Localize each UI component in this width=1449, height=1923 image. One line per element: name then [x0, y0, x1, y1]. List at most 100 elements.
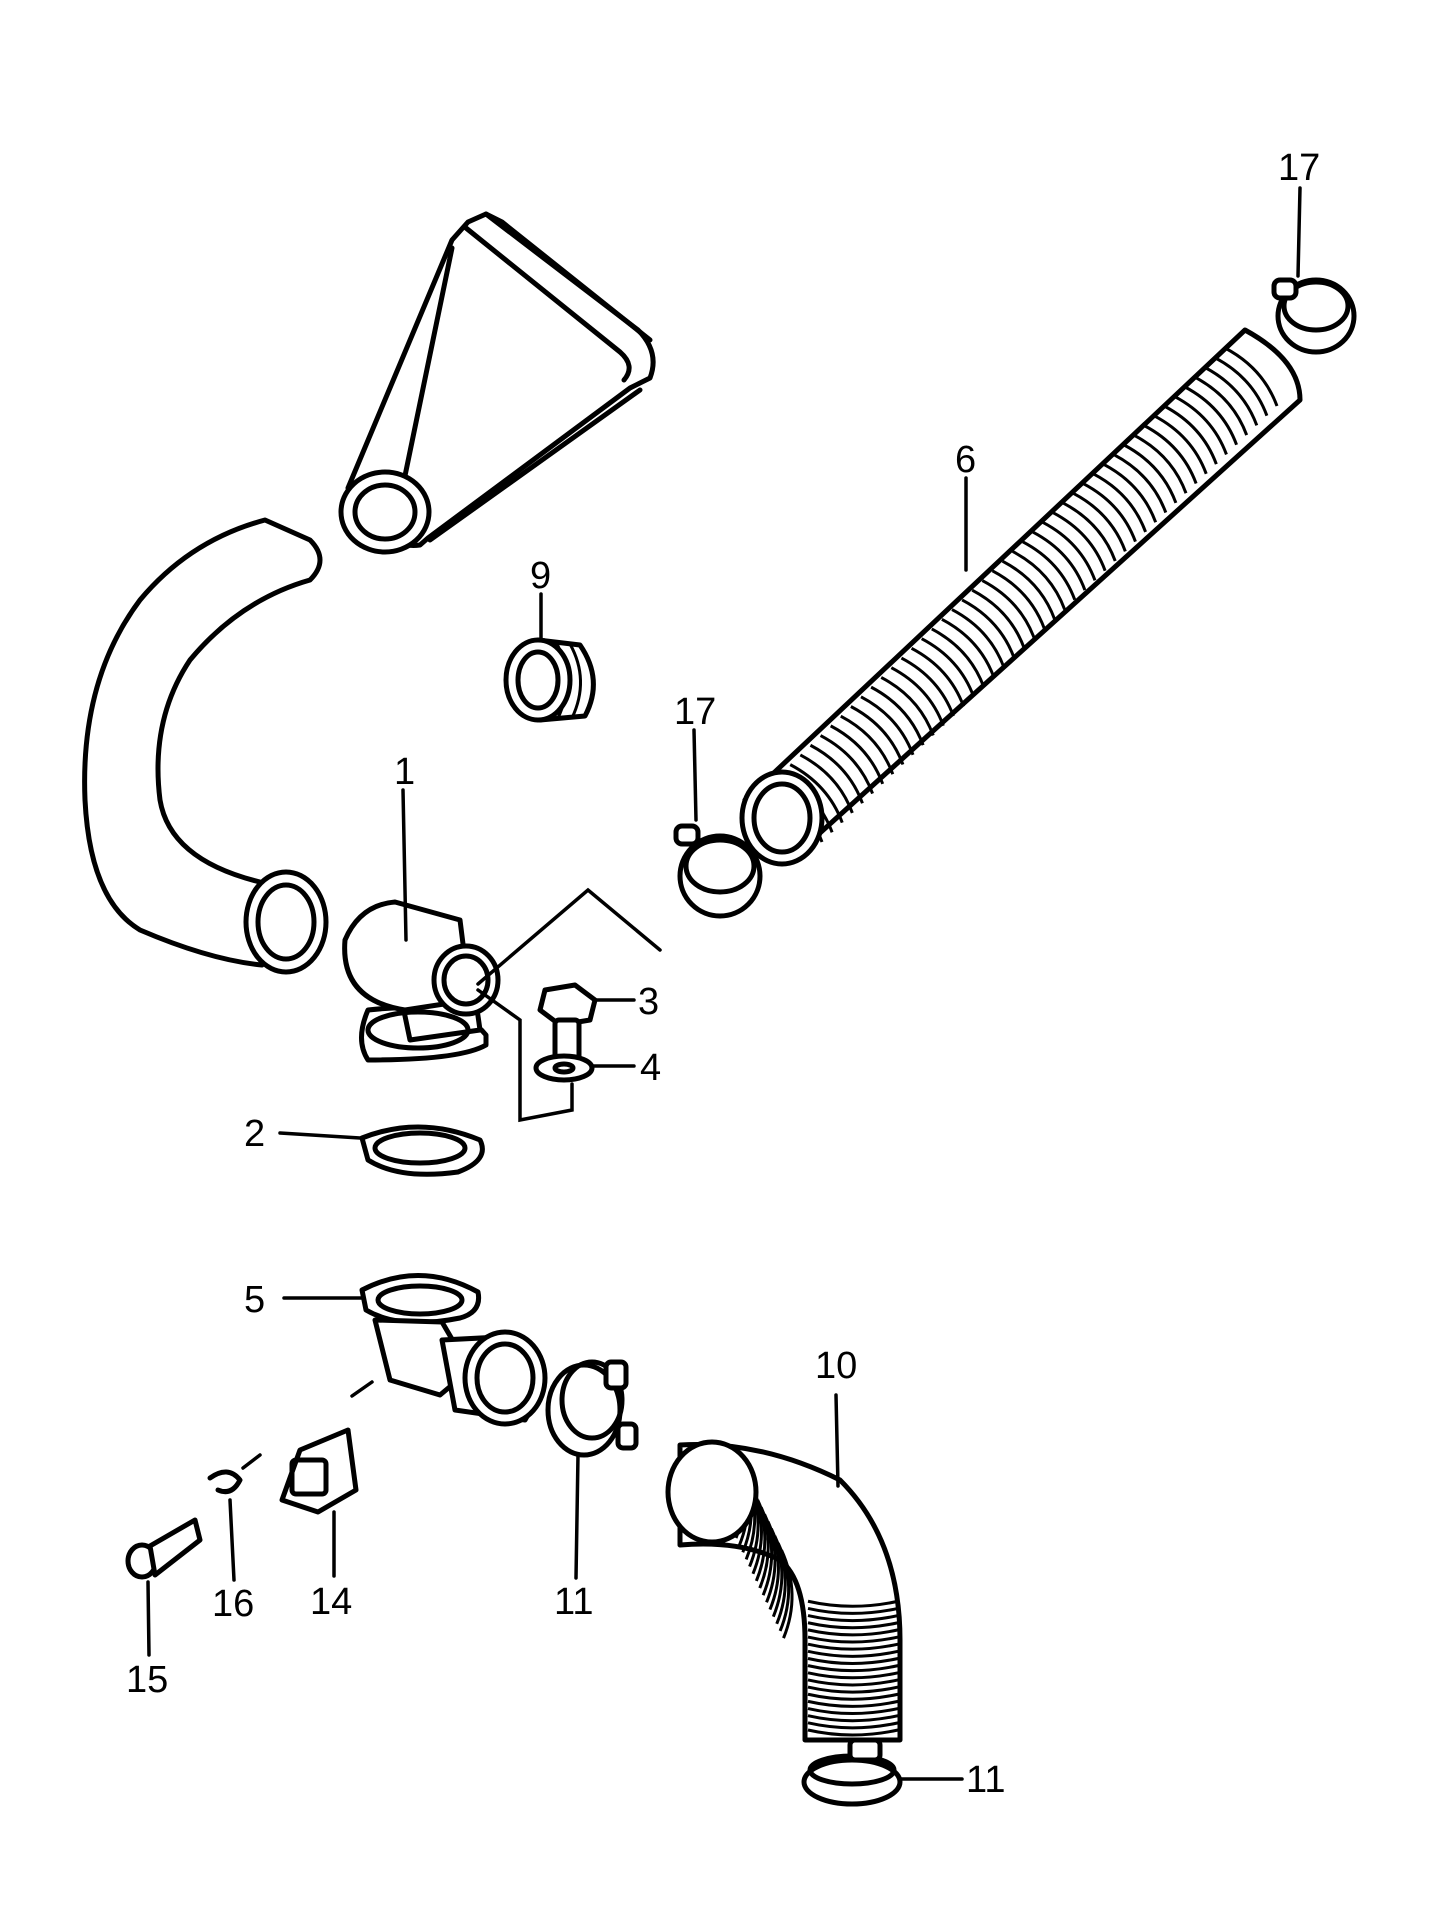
hose-rib: [850, 705, 905, 766]
hose-rib: [1082, 482, 1137, 543]
hose-rib: [1133, 433, 1188, 494]
washer-part-4: [533, 1053, 595, 1083]
hose-clamp-part-17-lower: [673, 823, 763, 919]
bent-hose-rib: [807, 1714, 899, 1723]
callout-15: 15: [126, 1659, 168, 1701]
elbow-housing-part-5: [359, 1273, 548, 1427]
bent-hose-rib: [807, 1657, 899, 1665]
bent-corrugated-hose-part-10: [665, 1439, 903, 1743]
clip-part-16: [207, 1469, 243, 1495]
bent-hose-rib: [807, 1692, 899, 1701]
bent-hose-rib: [807, 1699, 899, 1708]
hose-rib: [1062, 501, 1117, 562]
bent-hose-rib: [807, 1664, 899, 1673]
sleeve-part-9: [503, 637, 596, 723]
sensor-part-14: [279, 1427, 359, 1515]
bent-hose-rib: [807, 1685, 899, 1694]
bent-hose-rib: [807, 1599, 899, 1608]
hose-rib: [1011, 550, 1067, 610]
callout-2: 2: [244, 1113, 265, 1155]
hose-rib: [789, 763, 844, 824]
hose-rib: [971, 588, 1026, 649]
hose-rib: [900, 656, 955, 717]
hose-rib: [1102, 462, 1158, 523]
bolt-part-3: [537, 982, 598, 1073]
hose-rib: [880, 676, 935, 736]
bent-hose-rib: [807, 1649, 899, 1658]
bent-hose-rib: [780, 1549, 794, 1639]
callout-labels: 17 6 9 17 1 3 4 2 5 10 11 14 16 15 11: [126, 147, 1320, 1801]
hose-rib: [961, 598, 1016, 659]
callout-17-upper: 17: [1278, 147, 1320, 189]
hose-rib: [1214, 356, 1269, 417]
bent-hose-rib: [807, 1721, 899, 1730]
bent-hose-rib: [807, 1606, 899, 1615]
hose-rib: [910, 647, 965, 707]
hose-rib: [951, 608, 1006, 669]
hose-rib: [1163, 404, 1218, 465]
bent-hose-rib: [807, 1628, 899, 1637]
bent-hose-ribs: [732, 1449, 899, 1737]
hose-clamp-part-11-upper: [545, 1359, 639, 1458]
callout-4: 4: [640, 1047, 661, 1089]
air-duct-funnel: [338, 211, 656, 555]
gasket-part-2: [359, 1124, 485, 1177]
bent-hose-rib: [807, 1707, 899, 1716]
hose-rib: [1092, 472, 1147, 533]
callout-11-lower: 11: [966, 1759, 1005, 1801]
callout-14: 14: [310, 1581, 352, 1623]
hose-rib: [1052, 511, 1107, 572]
hose-rib: [799, 753, 854, 814]
hose-rib: [981, 579, 1036, 640]
hose-rib: [1022, 540, 1077, 601]
hose-rib: [920, 637, 976, 698]
hose-rib: [1001, 559, 1056, 620]
hose-rib: [1224, 346, 1279, 407]
bent-hose-rib: [807, 1671, 899, 1680]
hose-rib: [991, 569, 1046, 630]
callout-9: 9: [530, 555, 551, 597]
callout-5: 5: [244, 1279, 265, 1321]
leader-lines: [146, 186, 1302, 1781]
hose-rib: [1173, 395, 1228, 455]
callout-1: 1: [394, 751, 415, 793]
callout-3: 3: [638, 981, 659, 1023]
bent-hose-rib: [807, 1678, 899, 1687]
bent-hose-rib: [807, 1728, 899, 1737]
callout-10: 10: [815, 1345, 857, 1387]
callout-11-upper: 11: [554, 1581, 593, 1623]
hose-rib: [860, 695, 915, 756]
hose-rib: [819, 734, 874, 795]
bent-hose-rib: [807, 1635, 899, 1644]
hose-rib: [890, 666, 945, 727]
bent-hose-rib: [807, 1642, 899, 1651]
hose-clamp-part-11-lower: [801, 1737, 903, 1807]
hose-rib: [1143, 424, 1198, 485]
hose-rib: [829, 724, 885, 785]
hose-clamp-part-17-upper: [1271, 277, 1357, 355]
hose-rib: [931, 627, 986, 688]
hose-rib: [941, 617, 996, 678]
callout-16: 16: [212, 1583, 254, 1625]
hose-rib: [1153, 414, 1208, 475]
callout-17-lower: 17: [674, 691, 716, 733]
hose-rib: [840, 714, 895, 775]
screw-part-15: [125, 1517, 203, 1580]
hose-rib: [1072, 492, 1127, 552]
bent-hose-rib: [807, 1614, 899, 1623]
hose-rib: [1113, 453, 1168, 514]
hose-rib: [1123, 443, 1178, 504]
bent-hose-rib: [807, 1621, 899, 1630]
curved-hose: [82, 517, 329, 975]
hose-rib: [1193, 375, 1249, 436]
hose-rib: [1183, 385, 1238, 446]
hose-rib: [870, 685, 925, 746]
hose-rib: [809, 743, 864, 804]
hose-rib: [1042, 521, 1097, 581]
corrugated-hose-part-6: [739, 327, 1303, 867]
hose-rib: [1032, 530, 1087, 591]
callout-6: 6: [955, 439, 976, 481]
elbow-housing-part-1: [342, 899, 501, 1063]
hose-rib: [1204, 366, 1259, 426]
